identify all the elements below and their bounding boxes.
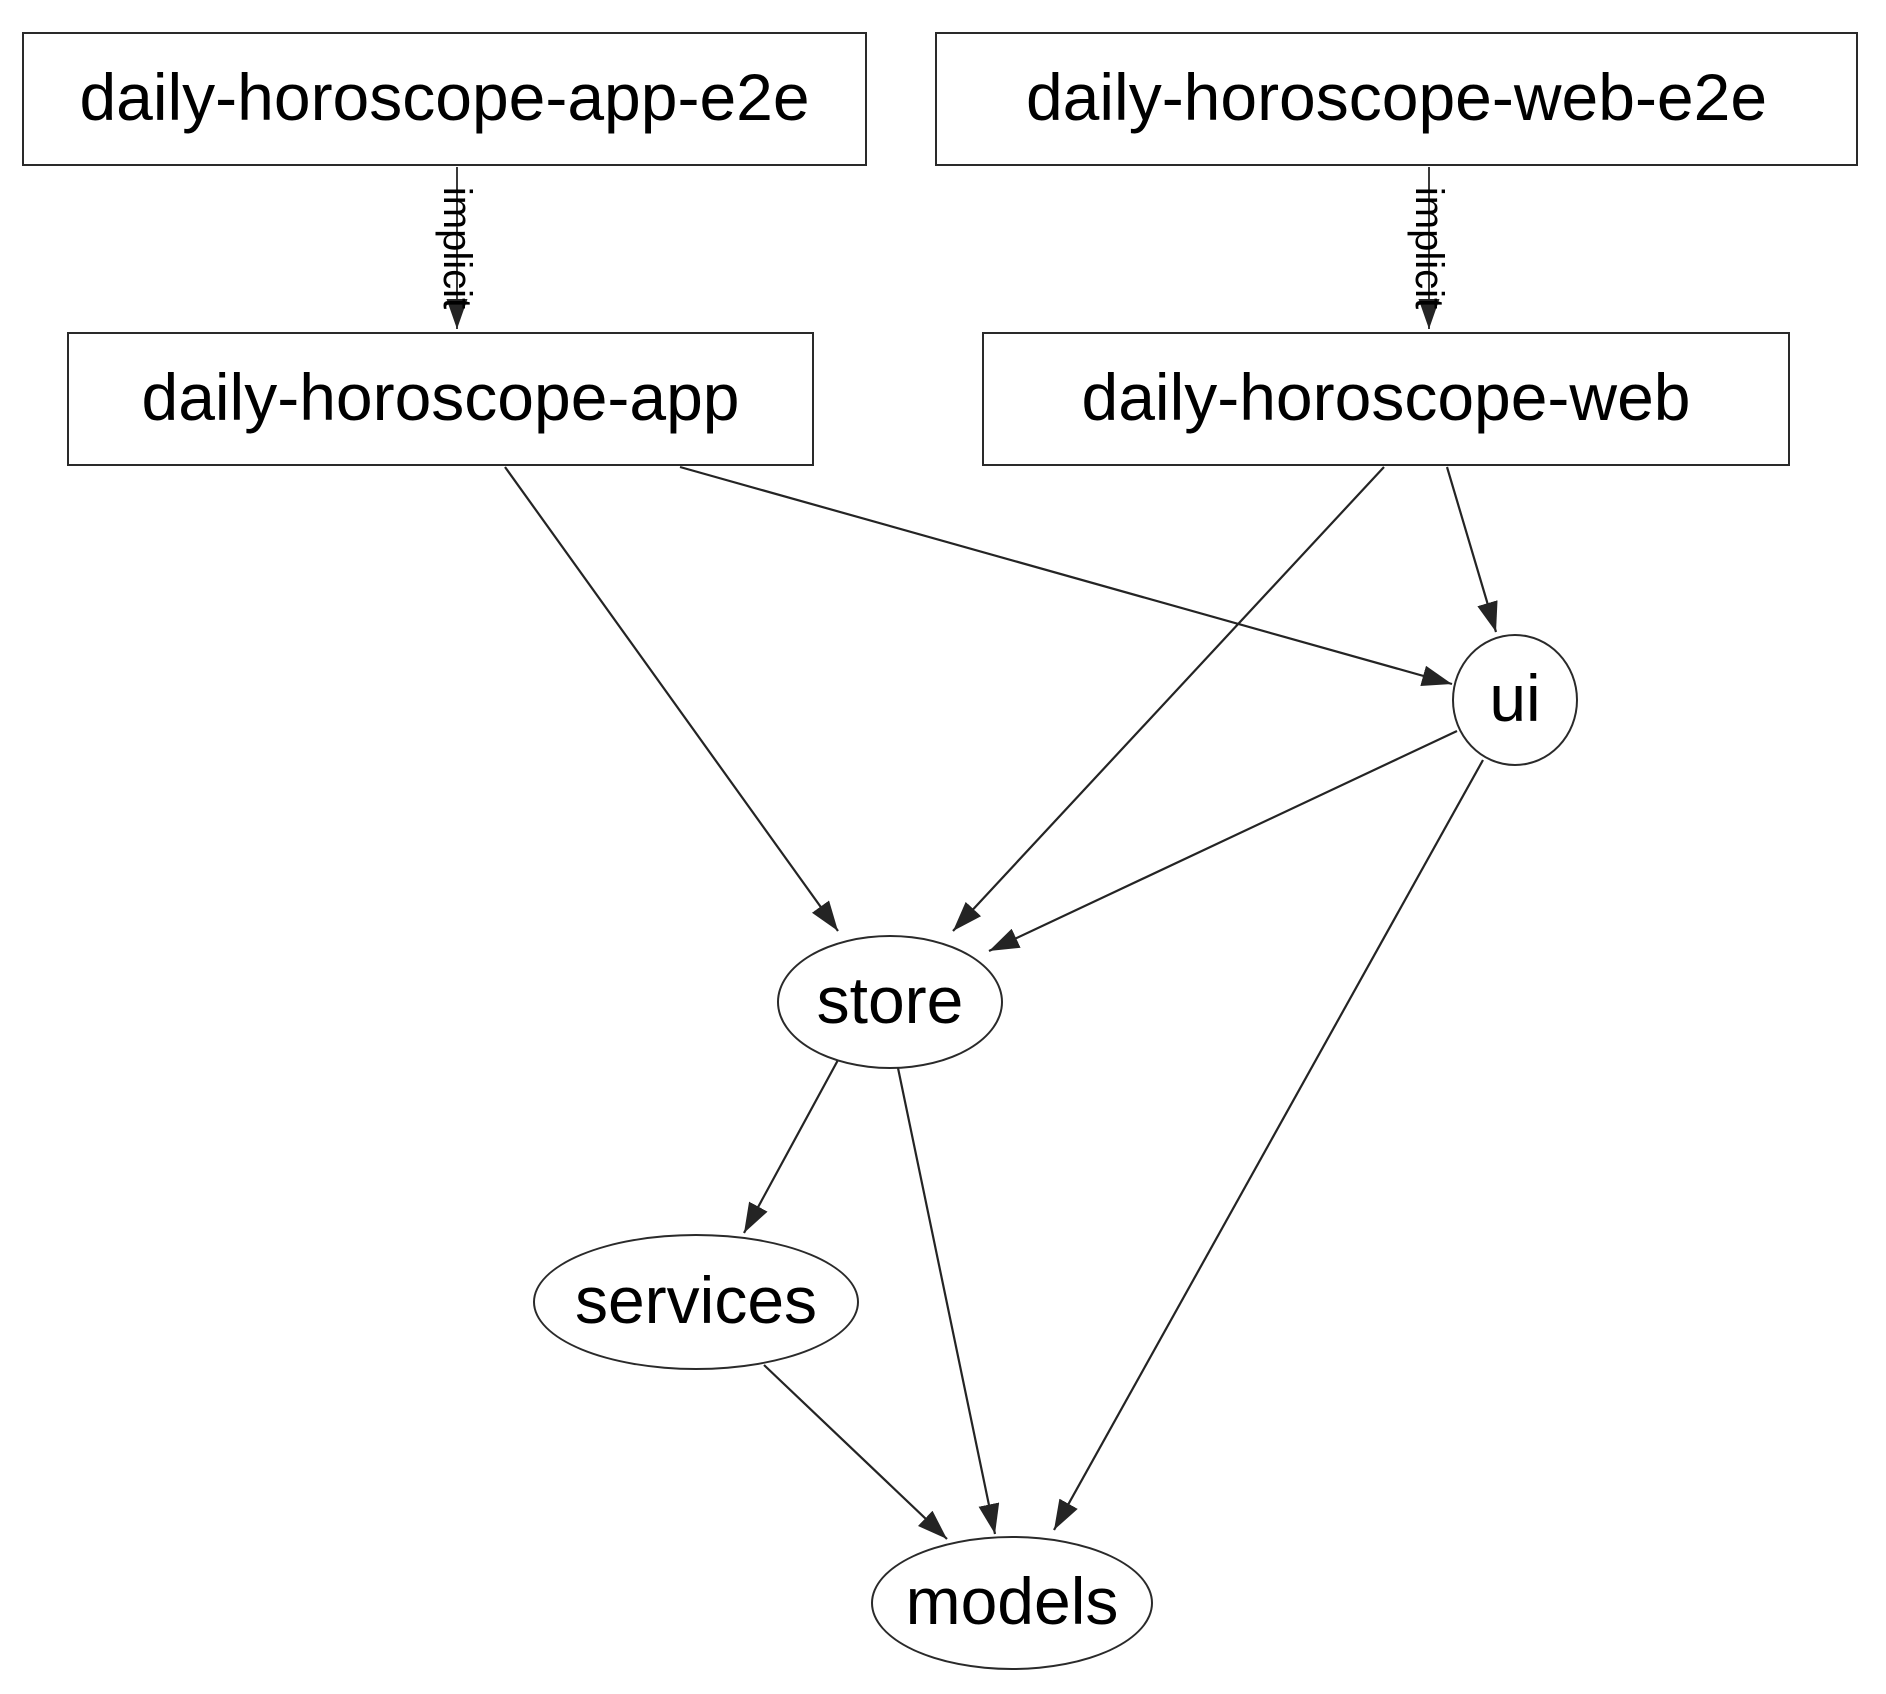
edge-store-to-models — [896, 1067, 1000, 1535]
node-label-ui: ui — [1489, 661, 1541, 735]
node-ui[interactable]: ui — [1452, 634, 1578, 766]
node-services[interactable]: services — [533, 1234, 859, 1370]
node-label-store: store — [816, 963, 964, 1037]
node-daily-horoscope-web-e2e[interactable]: daily-horoscope-web-e2e — [935, 32, 1858, 166]
node-label-services: services — [574, 1263, 818, 1337]
edge-label-daily-horoscope-app-e2e-to-daily-horoscope-app: implicit — [435, 186, 479, 310]
edge-daily-horoscope-web-to-store — [952, 466, 1385, 932]
edge-services-to-models — [763, 1364, 948, 1540]
node-label-daily-horoscope-web-e2e: daily-horoscope-web-e2e — [1025, 60, 1768, 134]
node-label-daily-horoscope-app: daily-horoscope-app — [141, 360, 740, 434]
node-daily-horoscope-app[interactable]: daily-horoscope-app — [67, 332, 814, 466]
edge-daily-horoscope-app-to-ui — [679, 465, 1453, 686]
node-daily-horoscope-app-e2e[interactable]: daily-horoscope-app-e2e — [22, 32, 867, 166]
node-label-daily-horoscope-web: daily-horoscope-web — [1081, 360, 1691, 434]
node-label-models: models — [905, 1564, 1119, 1638]
edge-daily-horoscope-app-to-store — [504, 466, 839, 932]
node-daily-horoscope-web[interactable]: daily-horoscope-web — [982, 332, 1790, 466]
edge-daily-horoscope-web-to-ui — [1445, 466, 1498, 633]
node-store[interactable]: store — [777, 935, 1003, 1069]
edge-store-to-services — [743, 1059, 839, 1234]
edge-ui-to-store — [988, 730, 1458, 952]
edge-ui-to-models — [1053, 759, 1484, 1531]
node-label-daily-horoscope-app-e2e: daily-horoscope-app-e2e — [79, 60, 810, 134]
edge-label-daily-horoscope-web-e2e-to-daily-horoscope-web: implicit — [1407, 186, 1451, 310]
node-models[interactable]: models — [871, 1536, 1153, 1670]
